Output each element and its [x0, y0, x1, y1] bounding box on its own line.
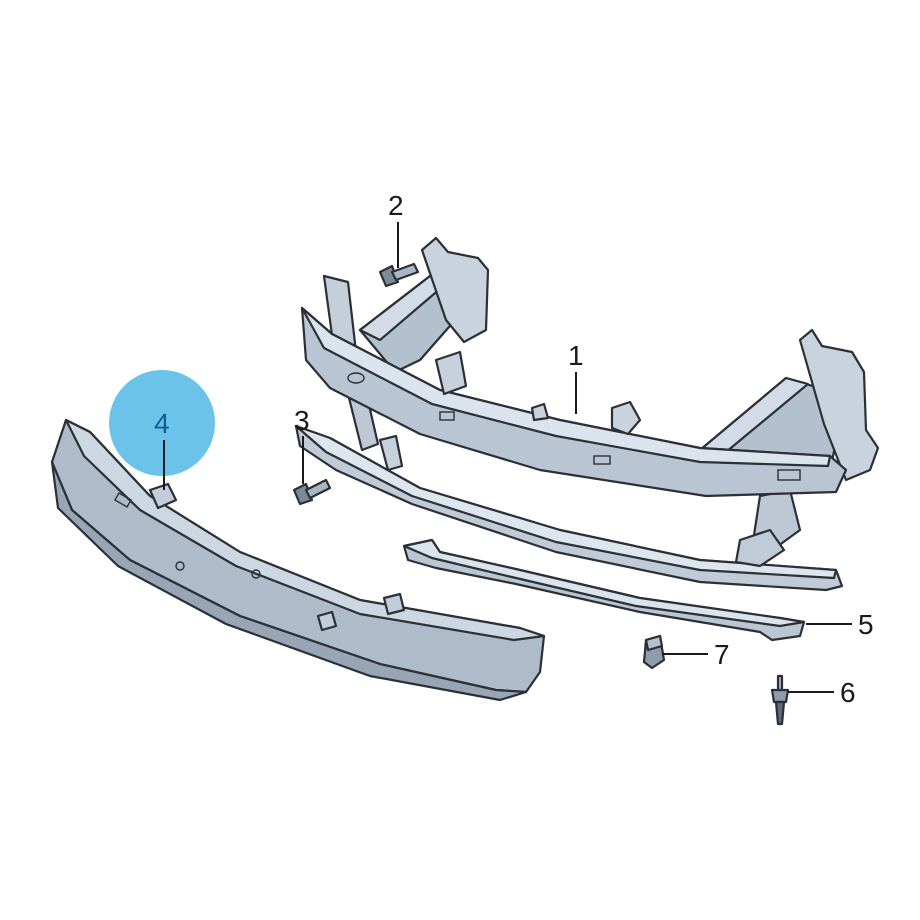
bolt-part-2[interactable] — [378, 262, 420, 288]
callout-1[interactable]: 1 — [568, 340, 584, 371]
bracket-strip-part-5[interactable] — [402, 538, 806, 642]
callout-labels: 1 2 3 4 5 6 7 — [154, 190, 874, 708]
energy-absorber-part[interactable] — [50, 418, 546, 702]
callout-6[interactable]: 6 — [840, 677, 856, 708]
screw-part-6[interactable] — [770, 674, 790, 726]
highlight-circle — [109, 370, 215, 476]
bolt-part-3[interactable] — [292, 478, 332, 506]
callout-4[interactable]: 4 — [154, 408, 170, 439]
bumper-carrier-part[interactable] — [294, 236, 880, 592]
callout-7[interactable]: 7 — [714, 639, 730, 670]
leader-lines — [163, 222, 852, 693]
clip-nut-part-7[interactable] — [642, 634, 666, 670]
callout-5[interactable]: 5 — [858, 609, 874, 640]
callout-2[interactable]: 2 — [388, 190, 404, 221]
callout-3[interactable]: 3 — [294, 405, 310, 436]
